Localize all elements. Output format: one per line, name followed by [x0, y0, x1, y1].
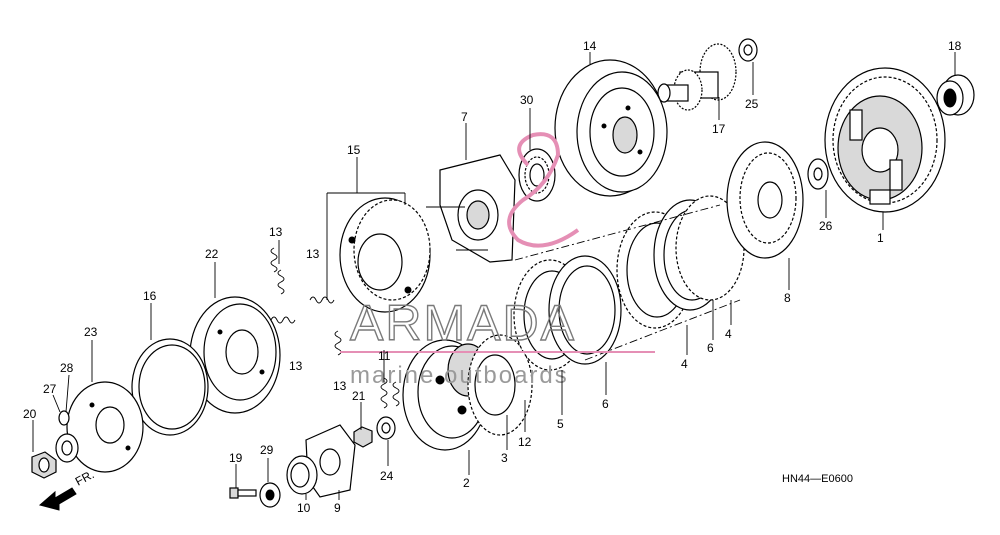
- callout-17: 17: [712, 122, 726, 136]
- assembly-axis-lines: [514, 204, 741, 361]
- callout-14: 14: [583, 39, 597, 53]
- part-20-nut: [31, 451, 57, 479]
- part-16-ring: [131, 338, 209, 436]
- leader-lines: [32, 52, 956, 500]
- part-3-hub: [467, 334, 533, 436]
- diagram-code: HN44—E0600: [782, 473, 853, 485]
- part-21-nut: [353, 426, 373, 448]
- part-27-washer: [55, 433, 79, 463]
- callout-3: 3: [501, 451, 508, 465]
- callout-1: 1: [877, 231, 884, 245]
- callout-6-lower: 6: [602, 397, 609, 411]
- callout-13-mid: 13: [306, 247, 320, 261]
- callout-18: 18: [948, 39, 962, 53]
- part-13-spring-lower: [334, 330, 342, 356]
- part-24-washer: [376, 416, 396, 440]
- callout-15: 15: [347, 143, 361, 157]
- callout-13-top: 13: [269, 225, 283, 239]
- callout-10: 10: [297, 501, 311, 515]
- part-30-one-way-clutch: [518, 148, 556, 202]
- part-13-spring-mid-left: [309, 296, 335, 304]
- callout-11: 11: [378, 349, 391, 363]
- callout-4-lower: 4: [681, 357, 688, 371]
- callout-19: 19: [229, 451, 243, 465]
- callout-7: 7: [461, 110, 468, 124]
- part-19-bolt: [229, 487, 257, 499]
- callout-13-lower: 13: [333, 379, 347, 393]
- part-18-collar: [936, 74, 975, 116]
- part-23-plate: [66, 381, 144, 473]
- part-12-spring: [380, 377, 400, 409]
- part-29-seal: [259, 482, 281, 508]
- part-26-washer: [807, 158, 829, 190]
- callout-5: 5: [557, 417, 564, 431]
- callout-12: 12: [518, 435, 532, 449]
- callout-29: 29: [260, 443, 274, 457]
- part-13-spring-lower-left: [270, 316, 296, 324]
- callout-24: 24: [380, 469, 394, 483]
- part-25-washer: [738, 38, 758, 62]
- callout-8: 8: [784, 291, 791, 305]
- part-10-bearing: [286, 455, 318, 495]
- part-7-drive-plate: [426, 154, 516, 263]
- callout-2: 2: [463, 476, 470, 490]
- callout-9: 9: [334, 501, 341, 515]
- callout-23: 23: [84, 325, 98, 339]
- callout-26: 26: [819, 219, 833, 233]
- callout-30: 30: [520, 93, 534, 107]
- callout-20: 20: [23, 407, 37, 421]
- watermark-tagline: marine outboards: [350, 362, 569, 389]
- part-22-plate: [189, 296, 281, 414]
- part-1-clutch-outer: [824, 67, 946, 213]
- callout-27: 27: [43, 382, 57, 396]
- part-8-pressure-plate: [726, 141, 804, 259]
- callout-6-upper: 6: [707, 341, 714, 355]
- callout-13-left: 13: [289, 359, 303, 373]
- callout-22: 22: [205, 247, 219, 261]
- callout-numbers: 1 2 3 4 4 5 6 6 7 8 9 10 11 12 13 13 13 …: [23, 39, 962, 515]
- callout-28: 28: [60, 361, 74, 375]
- watermark: ARMADA marine outboards: [340, 132, 655, 389]
- callout-25: 25: [745, 97, 759, 111]
- front-arrow-icon: [38, 487, 77, 511]
- part-15-clutch-shoes: [326, 192, 431, 313]
- part-14-drum: [554, 59, 668, 197]
- part-2-clutch-center: [402, 339, 489, 451]
- part-28-washer: [58, 410, 70, 426]
- callout-21: 21: [352, 389, 366, 403]
- part-13-spring-upper: [270, 247, 285, 295]
- callout-4-upper: 4: [725, 327, 732, 341]
- watermark-brand: ARMADA: [350, 295, 576, 351]
- part-6-clutch-plate-lower: [548, 255, 622, 365]
- part-17-gear-shaft: [657, 43, 737, 111]
- callout-16: 16: [143, 289, 157, 303]
